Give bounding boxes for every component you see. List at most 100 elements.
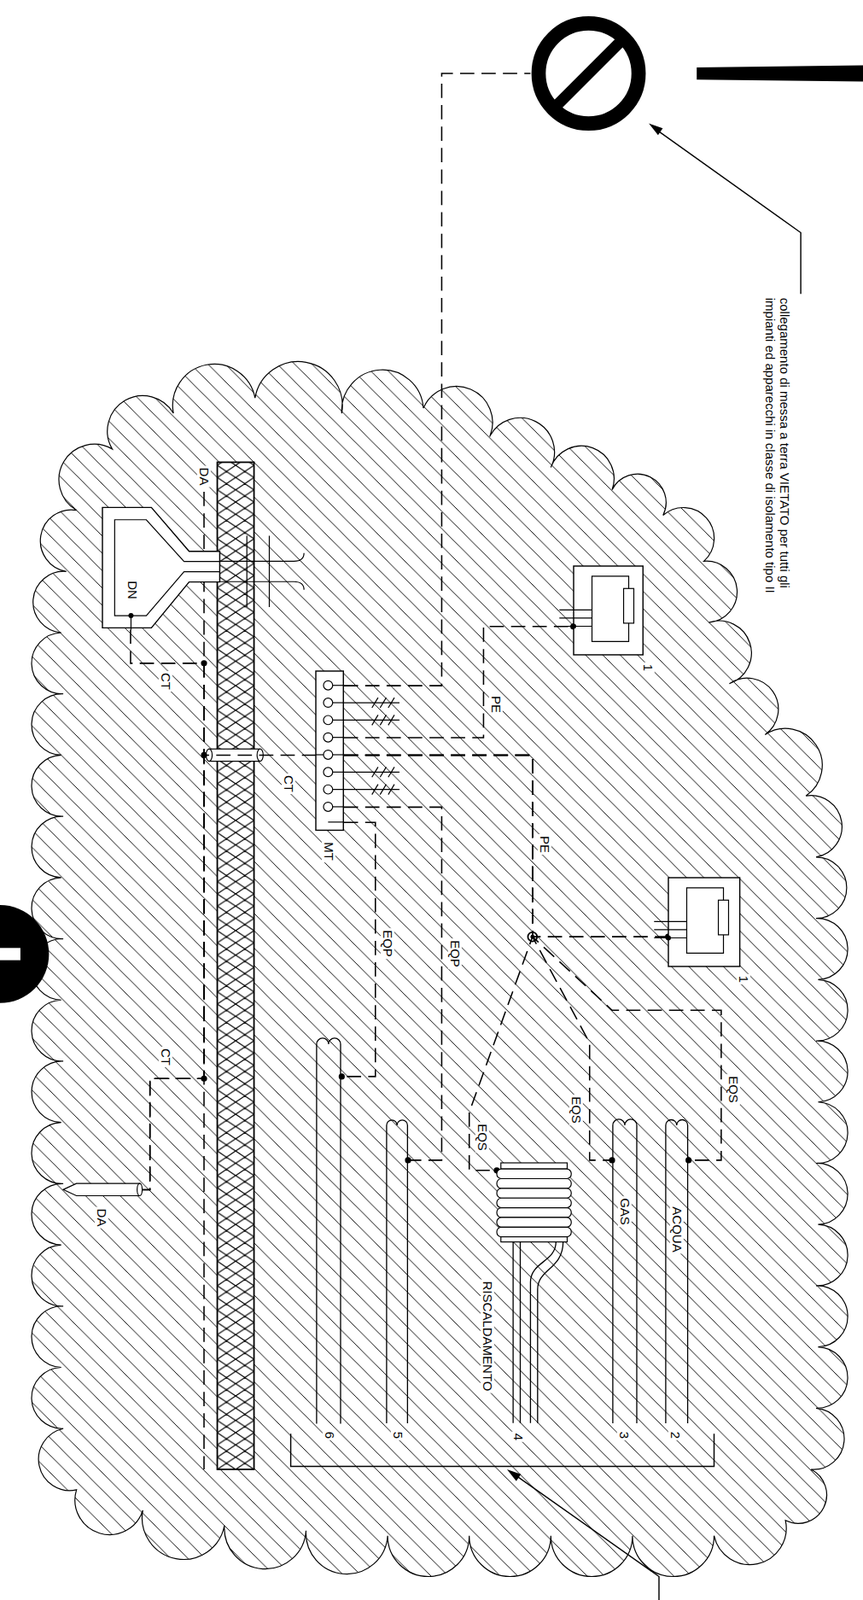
- conductor-mark: [372, 767, 379, 778]
- conductor-mark: [372, 697, 379, 708]
- conductor-mark: [372, 784, 379, 795]
- heating-pipe: [513, 1242, 564, 1423]
- terminal-wire: [315, 754, 324, 756]
- heating-coil: RISCALDAMENTO4: [496, 1162, 572, 1423]
- pipe-outline: [612, 1119, 637, 1423]
- junction-dot: [128, 612, 134, 619]
- water-pipe: ACQUA2: [664, 1114, 689, 1423]
- terminal-label: MT: [321, 839, 336, 863]
- pipe-label: GAS: [618, 1195, 632, 1227]
- device-label: DN: [125, 578, 140, 601]
- junction-dot: [571, 623, 577, 630]
- pipe-label: RISCALDAMENTO: [480, 1279, 495, 1394]
- pipe-outline: [316, 1037, 341, 1423]
- terminal-wire: [332, 736, 345, 738]
- warning-note: collegamento di messa a terra VIETATO pe…: [760, 296, 794, 607]
- coil-plate: [501, 1236, 568, 1243]
- coil-ring: [496, 1198, 572, 1208]
- terminal-wire: [332, 719, 345, 721]
- bonding-conductor: [341, 822, 375, 1077]
- bonding-conductor: [344, 754, 669, 937]
- device-inner: [114, 518, 220, 615]
- terminal-screw: [323, 750, 333, 760]
- bonding-conductor: [344, 806, 443, 1161]
- resistor-symbol: [717, 899, 729, 935]
- conductor-mark: [380, 697, 387, 708]
- device-outline: [102, 507, 220, 628]
- conductor-mark: [388, 715, 395, 726]
- conductor-label: CT: [158, 1046, 173, 1068]
- water-pipe-shape: [664, 1114, 689, 1423]
- rod-end: [137, 1183, 143, 1196]
- conductor-label: CT: [281, 773, 296, 794]
- coil-ring: [496, 1178, 572, 1189]
- pipes-bracket: [291, 1433, 715, 1600]
- supply-wire: [653, 928, 687, 930]
- terminal-screw: [323, 785, 333, 795]
- earth-rod: DA: [63, 1182, 140, 1197]
- terminal-wire: [332, 702, 345, 704]
- terminal-wire: [332, 806, 345, 808]
- terminal-block-shape: [315, 670, 344, 830]
- conductor-mark: [380, 767, 387, 778]
- supply-wire: [559, 618, 592, 619]
- junction-dot: [338, 1072, 345, 1079]
- heating-coil-shape: [496, 1162, 572, 1423]
- wall-sleeve: [205, 748, 263, 761]
- conductor-mark: [380, 784, 387, 795]
- conductor-label: EQS: [569, 1094, 584, 1126]
- appliance-box-shape: [668, 877, 741, 967]
- conductor-mark: [380, 715, 387, 726]
- junction-dots: [200, 659, 537, 1082]
- metal-pipe-shape: [385, 1114, 409, 1423]
- terminal-screw: [323, 715, 333, 725]
- pipe-label: ACQUA: [670, 1204, 684, 1254]
- conductor-mark: [388, 697, 395, 708]
- plug-device-shape: [102, 505, 220, 630]
- terminal-wire: [328, 822, 345, 823]
- conductor-mark: [388, 784, 395, 795]
- pipe-outline: [665, 1119, 689, 1423]
- appliance-box: 1: [668, 877, 741, 967]
- conductor-mark: [372, 715, 379, 726]
- conductor-label: CT: [158, 670, 173, 692]
- callout-number: 5: [390, 1429, 405, 1441]
- wall: [217, 461, 255, 1470]
- appliance-box: 1: [573, 565, 643, 655]
- page-marker: [0, 904, 49, 1003]
- callout-number: 1: [641, 661, 655, 672]
- callout-number: 2: [668, 1429, 683, 1441]
- rod-label: DA: [95, 1206, 110, 1228]
- earth-rod-shape: [63, 1182, 140, 1197]
- bonding-conductor: [139, 754, 317, 1190]
- coil-ring: [496, 1207, 572, 1218]
- metal-pipe: 5: [385, 1114, 409, 1423]
- coil-ring: [496, 1188, 572, 1198]
- conductor-label: DA: [197, 466, 211, 488]
- junction-dot: [404, 1156, 411, 1163]
- bonding-conductor: [344, 754, 533, 1170]
- pipe-outline: [386, 1119, 408, 1423]
- terminal-wire: [332, 788, 345, 790]
- conductor-label: EQS: [475, 1122, 490, 1154]
- supply-wire: [559, 609, 592, 611]
- black-bar: [696, 64, 863, 82]
- terminal-block: MT: [315, 670, 344, 830]
- terminal-screw: [323, 681, 333, 691]
- forbidden-earth-wire: [344, 73, 531, 686]
- bonding-conductor: [130, 629, 205, 1190]
- callout-number: 6: [322, 1429, 337, 1441]
- terminal-screw: [323, 802, 333, 812]
- terminal-wire: [332, 684, 345, 686]
- coil-ring: [496, 1217, 572, 1227]
- resistor-symbol: [623, 588, 634, 624]
- conductor-label: EQP: [448, 938, 462, 970]
- conductor-label: EQS: [726, 1073, 741, 1105]
- junction-dot: [685, 1156, 692, 1163]
- conductor-mark: [388, 767, 395, 778]
- plug-device: DN: [102, 505, 220, 630]
